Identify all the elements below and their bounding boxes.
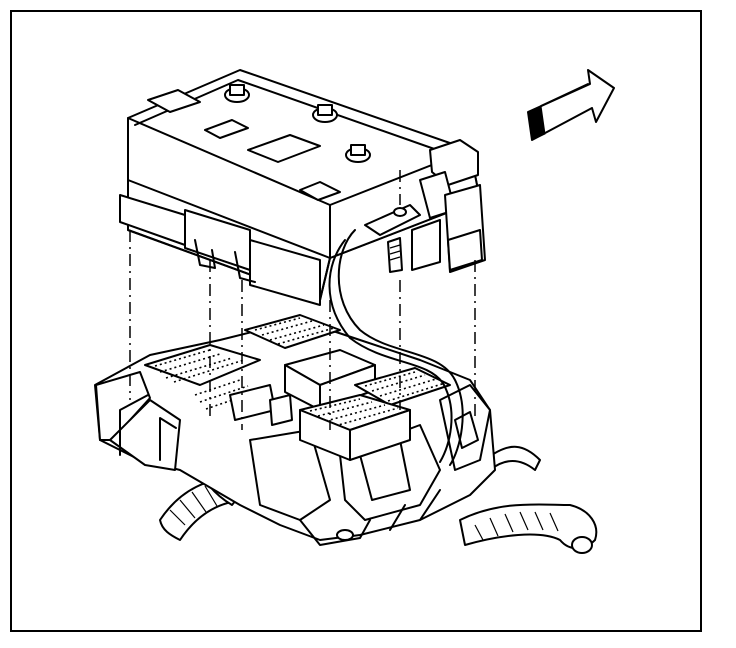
fuse-block-cover bbox=[119, 69, 486, 306]
direction-arrow-icon bbox=[527, 69, 615, 141]
alignment-lines bbox=[129, 170, 476, 430]
wiring-harness-right bbox=[459, 445, 598, 554]
fuse-block-base bbox=[94, 314, 496, 546]
